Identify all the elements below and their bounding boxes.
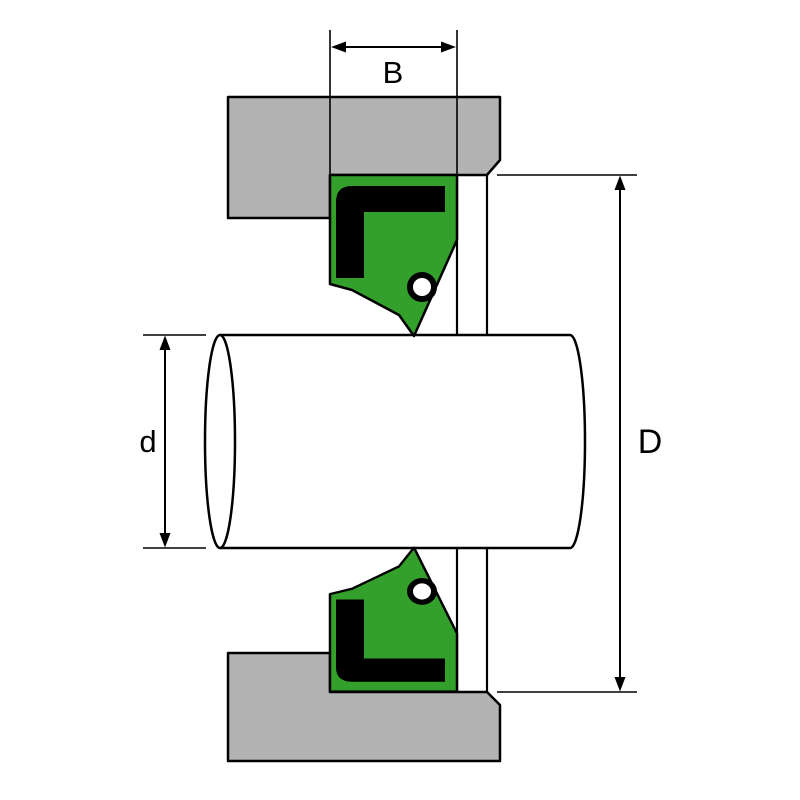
dim-d-label: d	[139, 424, 156, 459]
dim-D-arrow-top	[614, 175, 626, 190]
dim-D-arrow-bottom	[614, 677, 626, 692]
shaft-body	[220, 333, 587, 550]
shaft-end-face	[203, 333, 237, 550]
dim-b-label: B	[383, 55, 404, 90]
dim-b-arrow-left	[331, 41, 346, 53]
dim-d-arrow-top	[159, 335, 171, 350]
dim-d-arrow-bottom	[159, 533, 171, 548]
dim-D-label: D	[638, 423, 663, 461]
dim-b-arrow-right	[441, 41, 456, 53]
